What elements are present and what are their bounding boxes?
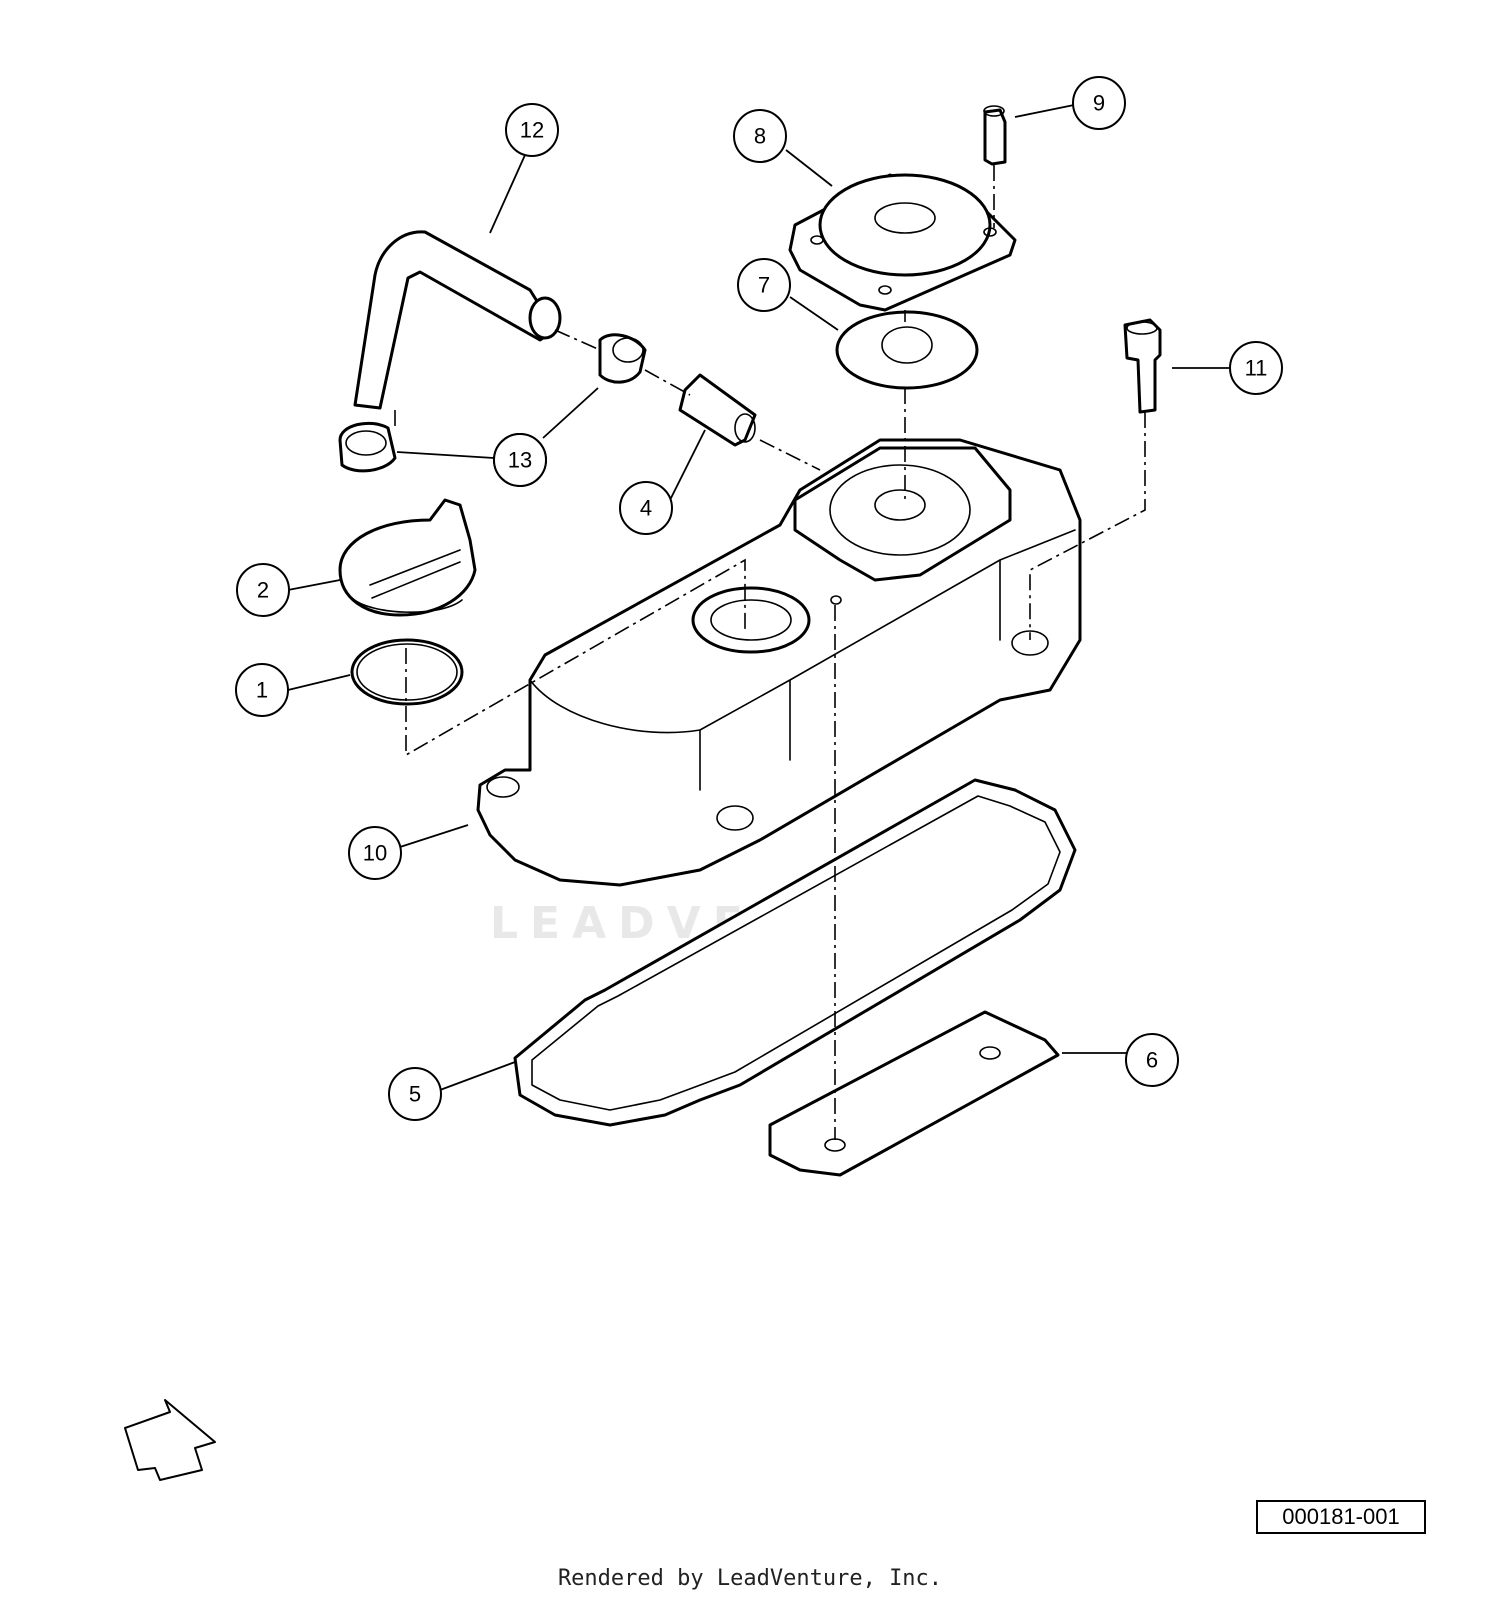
svg-text:4: 4	[640, 496, 652, 521]
diaphragm-part[interactable]	[835, 310, 979, 390]
breather-fitting-part[interactable]	[678, 373, 757, 447]
callout-6[interactable]: 6	[1125, 1033, 1179, 1087]
svg-text:8: 8	[754, 124, 766, 149]
breather-cover-part[interactable]	[788, 173, 1017, 312]
svg-text:10: 10	[363, 841, 387, 866]
callout-2[interactable]: 2	[236, 563, 290, 617]
svg-text:7: 7	[758, 273, 770, 298]
hose-clamp-lower-part[interactable]	[338, 421, 397, 473]
hose-clamp-upper-part[interactable]	[598, 333, 647, 384]
render-credit: Rendered by LeadVenture, Inc.	[557, 1566, 943, 1591]
svg-text:2: 2	[257, 578, 269, 603]
leader-lines	[287, 104, 1230, 1091]
callout-1[interactable]: 1	[235, 663, 289, 717]
screw-part[interactable]	[983, 105, 1007, 166]
callout-9[interactable]: 9	[1072, 76, 1126, 130]
front-direction-arrow-icon	[124, 1399, 216, 1481]
drawing-number: 000181-001	[1256, 1500, 1426, 1534]
breather-hose-part[interactable]	[353, 230, 562, 410]
callout-11[interactable]: 11	[1229, 341, 1283, 395]
callout-8[interactable]: 8	[733, 109, 787, 163]
callout-13[interactable]: 13	[493, 433, 547, 487]
svg-text:13: 13	[508, 448, 532, 473]
callout-12[interactable]: 12	[505, 103, 559, 157]
oil-cap-part[interactable]	[338, 498, 477, 617]
o-ring-part[interactable]	[350, 638, 464, 706]
callout-7[interactable]: 7	[737, 258, 791, 312]
callout-4[interactable]: 4	[619, 481, 673, 535]
callout-10[interactable]: 10	[348, 826, 402, 880]
callout-5[interactable]: 5	[388, 1067, 442, 1121]
svg-text:9: 9	[1093, 91, 1105, 116]
svg-text:1: 1	[256, 678, 268, 703]
gasket-part[interactable]	[513, 778, 1077, 1127]
valve-cover-part[interactable]	[476, 438, 1082, 887]
svg-text:12: 12	[520, 118, 544, 143]
bolt-part[interactable]	[1123, 318, 1162, 414]
svg-text:6: 6	[1146, 1048, 1158, 1073]
svg-text:5: 5	[409, 1082, 421, 1107]
svg-text:11: 11	[1245, 356, 1268, 381]
assembly-lines	[394, 165, 1146, 1140]
